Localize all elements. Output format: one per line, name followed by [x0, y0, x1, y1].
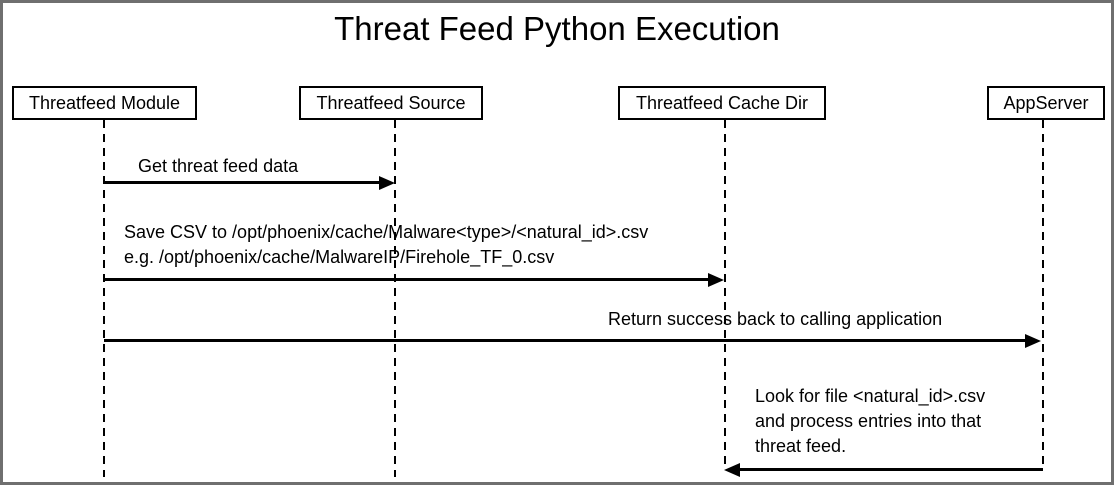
arrow-head-right-icon — [708, 273, 724, 287]
arrow-save-csv — [104, 278, 709, 281]
arrow-get-threat-feed — [104, 181, 380, 184]
actor-label: AppServer — [1003, 92, 1089, 113]
actor-label: Threatfeed Source — [316, 92, 466, 113]
actor-threatfeed-source: Threatfeed Source — [299, 86, 483, 120]
message-save-csv-label: Save CSV to /opt/phoenix/cache/Malware<t… — [124, 220, 648, 270]
message-look-for-file-label: Look for file <natural_id>.csv and proce… — [755, 384, 985, 459]
actor-threatfeed-module: Threatfeed Module — [12, 86, 197, 120]
message-line: Look for file <natural_id>.csv — [755, 386, 986, 406]
message-line: Get threat feed data — [138, 156, 299, 176]
arrow-head-left-icon — [724, 463, 740, 477]
message-get-threat-feed-label: Get threat feed data — [138, 155, 298, 177]
message-line: and process entries into that — [755, 411, 982, 431]
message-line: e.g. /opt/phoenix/cache/MalwareIP/Fireho… — [124, 247, 555, 267]
actor-appserver: AppServer — [987, 86, 1105, 120]
lifeline-threatfeed-source — [394, 120, 396, 477]
lifeline-threatfeed-module — [103, 120, 105, 477]
message-line: threat feed. — [755, 436, 847, 456]
actor-label: Threatfeed Module — [28, 92, 181, 113]
arrow-head-right-icon — [379, 176, 395, 190]
message-line: Return success back to calling applicati… — [608, 309, 943, 329]
arrow-look-for-file — [740, 468, 1043, 471]
message-return-success-label: Return success back to calling applicati… — [608, 308, 942, 330]
arrow-head-right-icon — [1025, 334, 1041, 348]
lifeline-threatfeed-cache-dir — [724, 120, 726, 470]
lifeline-appserver — [1042, 120, 1044, 470]
actor-threatfeed-cache-dir: Threatfeed Cache Dir — [618, 86, 826, 120]
actor-label: Threatfeed Cache Dir — [635, 92, 809, 113]
message-line: Save CSV to /opt/phoenix/cache/Malware<t… — [124, 222, 649, 242]
arrow-return-success — [104, 339, 1026, 342]
diagram-title: Threat Feed Python Execution — [334, 10, 780, 47]
